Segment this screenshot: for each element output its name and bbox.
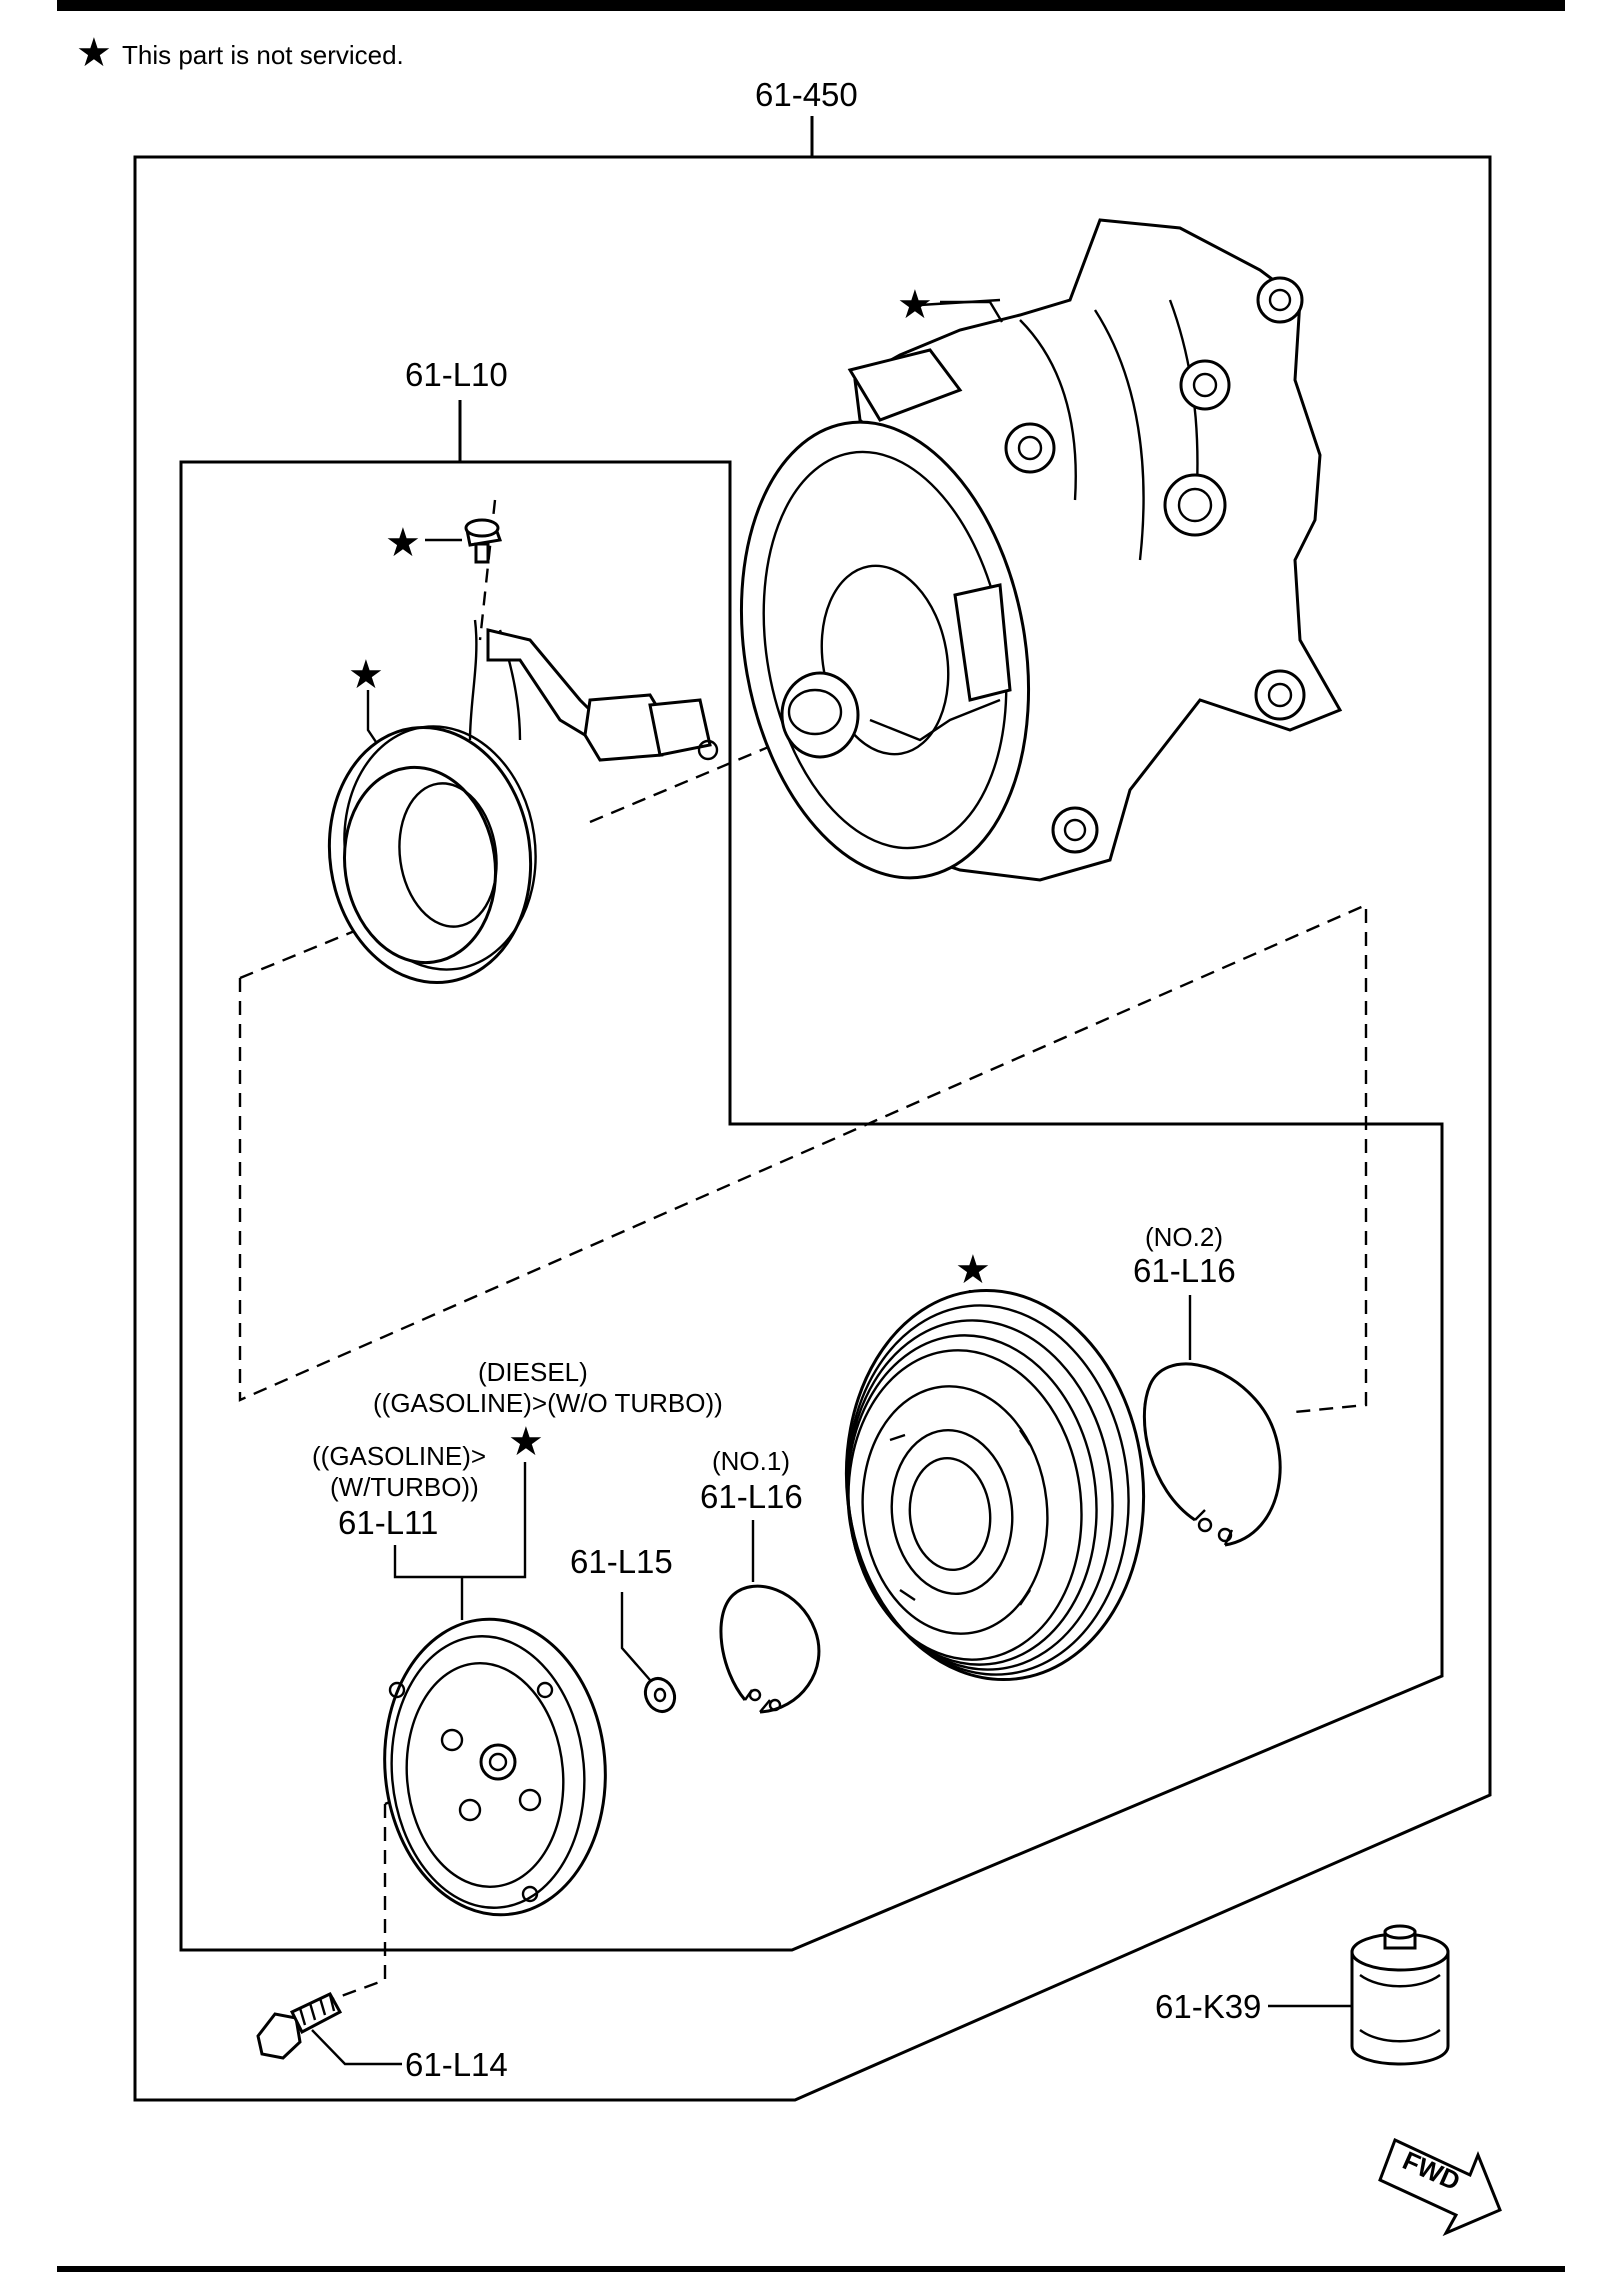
field-coil: ★ [327,619,719,985]
legend: ★ This part is not serviced. [76,31,404,75]
top-rule [57,0,1565,11]
label-61-450: 61-450 [755,76,858,113]
snap-ring-2: (NO.2) 61-L16 [1133,1222,1282,1547]
snap-ring-1: (NO.1) 61-L16 [700,1446,821,1714]
coil-screw: ★ [385,518,503,565]
bolt: 61-L14 [256,1992,508,2083]
label-plate-cond1: ((GASOLINE)> [312,1441,486,1471]
label-plate-alt1: (DIESEL) [478,1357,588,1387]
label-snap2-qual: (NO.2) [1145,1222,1223,1252]
assembly-outline: 61-450 [133,76,1492,2102]
label-snap1-qual: (NO.1) [712,1446,790,1476]
star-icon: ★ [348,653,384,697]
star-icon: ★ [385,521,421,565]
bottom-rule [57,2266,1565,2272]
star-icon: ★ [76,31,112,75]
fwd-arrow-icon: FWD [1378,2137,1502,2237]
label-61-L16-2: 61-L16 [1133,1252,1236,1289]
label-plate-cond2: (W/TURBO)) [330,1472,479,1502]
pulley: ★ [844,1248,1146,1682]
coil-group-outline: 61-L10 [179,356,1444,1952]
legend-text: This part is not serviced. [122,40,404,70]
label-61-K39: 61-K39 [1155,1988,1261,2025]
label-61-L10: 61-L10 [405,356,508,393]
label-plate-alt2: ((GASOLINE)>(W/O TURBO)) [373,1388,723,1418]
compressor-body [739,218,1343,882]
star-icon: ★ [955,1248,991,1292]
shim: 61-L15 [570,1543,677,1714]
clutch-plate: ((GASOLINE)> (W/TURBO)) 61-L11 (DIESEL) … [312,1357,723,1917]
label-61-L11: 61-L11 [338,1504,438,1541]
label-61-L16-1: 61-L16 [700,1478,803,1515]
label-61-L14: 61-L14 [405,2046,508,2083]
label-61-L15: 61-L15 [570,1543,673,1580]
star-icon: ★ [897,283,933,327]
star-icon: ★ [508,1420,544,1464]
compressor-oil: 61-K39 [1155,1924,1450,2066]
